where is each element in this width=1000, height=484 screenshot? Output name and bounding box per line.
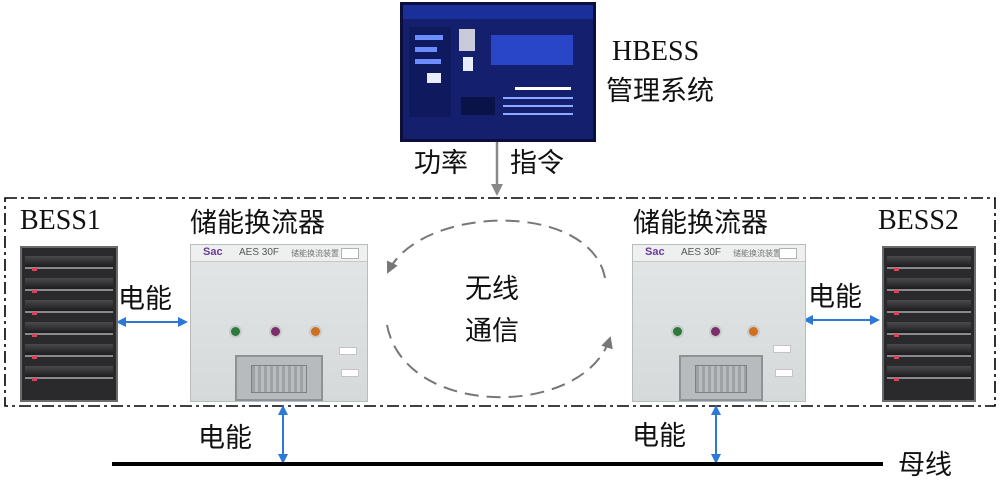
orange-lamp-icon [311,327,320,336]
monitor-screen-icon [400,2,596,142]
green-lamp-icon [231,327,240,336]
bess2-label: BESS2 [878,205,959,236]
wireless-loop-top [386,219,606,279]
command-label: 指令 [510,148,564,179]
converter-cabinet-icon: Sac AES 30F 储能换流装置 [190,244,368,402]
wireless-loop-bottom [386,324,613,399]
cabinet-model: AES 30F [681,247,722,258]
hbess-title: HBESS [612,36,700,67]
pcs-left-label: 储能换流器 [190,208,325,239]
wireless-label-line1: 无线 [465,274,519,305]
energy-label-bottom-right: 电能 [632,421,686,452]
power-label: 功率 [414,148,468,179]
system-boundary [4,197,996,407]
cabinet-indicator [779,248,797,259]
orange-lamp-icon [749,327,758,336]
battery-rack-icon [20,246,118,402]
cabinet-brand: Sac [203,246,223,258]
management-system-label: 管理系统 [606,76,714,107]
cabinet-title: 储能换流装置 [733,249,781,258]
wireless-label-line2: 通信 [465,316,519,347]
converter-cabinet-icon: Sac AES 30F 储能换流装置 [632,244,806,402]
cabinet-model: AES 30F [239,247,280,258]
battery-rack-icon [882,246,976,402]
green-lamp-icon [673,327,682,336]
energy-label-bottom-left: 电能 [198,423,252,454]
energy-label-right: 电能 [808,282,862,313]
bus-label: 母线 [898,450,952,481]
cabinet-indicator [341,248,359,259]
purple-lamp-icon [271,327,280,336]
bess1-label: BESS1 [20,205,101,236]
cabinet-window [235,355,323,401]
cabinet-brand: Sac [645,246,665,258]
cabinet-window [679,355,763,401]
purple-lamp-icon [711,327,720,336]
pcs-right-label: 储能换流器 [633,208,768,239]
cabinet-title: 储能换流装置 [291,249,339,258]
energy-label-left: 电能 [118,284,172,315]
